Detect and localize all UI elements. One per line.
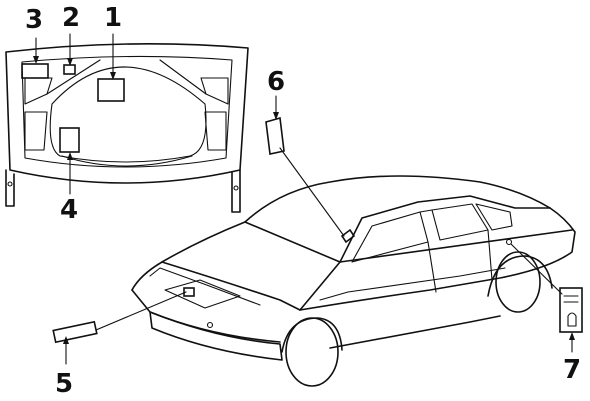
callout-4: 4: [60, 195, 78, 225]
sedan-body: [131, 175, 576, 387]
callout-3: 3: [25, 5, 43, 35]
callout-1: 1: [104, 3, 122, 33]
label-4: [59, 127, 80, 153]
callout-5: 5: [55, 369, 73, 399]
label-7: [559, 287, 583, 333]
label-2: [63, 64, 76, 75]
label-6: [265, 116, 285, 155]
label-1: [97, 78, 125, 102]
hood-panel: [5, 43, 249, 213]
label-5: [52, 320, 98, 344]
callout-2: 2: [62, 3, 80, 33]
label-3: [21, 63, 49, 79]
callout-7: 7: [563, 355, 581, 385]
callout-6: 6: [267, 67, 285, 97]
